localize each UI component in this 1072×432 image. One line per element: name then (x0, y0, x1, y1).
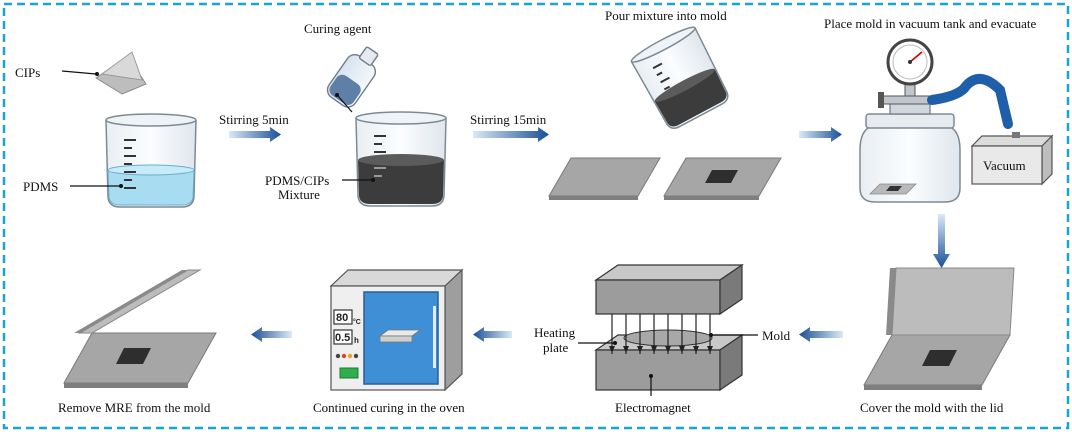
pouring-beaker-icon (630, 26, 729, 129)
electromagnet-press-icon (594, 263, 744, 392)
remove-label: Remove MRE from the mold (58, 400, 211, 415)
pour-label: Pour mixture into mold (605, 8, 727, 23)
vacuum-hose (927, 74, 1013, 129)
covered-mold-icon (863, 267, 1015, 390)
oven-time-value: 0.5 (335, 332, 350, 344)
mold-plate-empty (548, 157, 661, 200)
oven-time-unit: h (354, 336, 359, 345)
vacuum-tank-icon (859, 38, 961, 203)
heating-label-line1: Heating (534, 325, 576, 340)
mixture-label-line2: Mixture (278, 187, 320, 202)
curing-agent-label: Curing agent (304, 21, 372, 36)
vacuum-pump-box: Vacuum (970, 132, 1054, 186)
arrow-right-1 (229, 127, 281, 142)
oven-caption: Continued curing in the oven (313, 400, 465, 415)
heating-label-line2: plate (543, 340, 568, 355)
pdms-label: PDMS (23, 179, 58, 194)
arrow-left-2 (473, 327, 512, 342)
vacuum-title-label: Place mold in vacuum tank and evacuate (824, 16, 1036, 31)
mold-label: Mold (762, 328, 791, 343)
vacuum-box-label: Vacuum (983, 158, 1026, 173)
oven-temperature-value: 80 (336, 312, 348, 324)
arrow-right-2 (473, 127, 549, 142)
arrow-left-1 (799, 327, 843, 342)
oven-temperature-unit: °C (353, 318, 361, 326)
arrow-right-3 (799, 127, 842, 142)
mixture-beaker-icon (355, 111, 447, 207)
oven-icon (329, 268, 464, 392)
stir-5min-label: Stirring 5min (219, 112, 289, 127)
mixture-label-line1: PDMS/CIPs (265, 173, 329, 188)
cips-label: CIPs (15, 65, 40, 80)
pdms-beaker-icon (105, 113, 197, 208)
mold-plate-filled (663, 157, 782, 200)
electromagnet-label: Electromagnet (615, 400, 691, 415)
arrow-left-3 (251, 327, 292, 342)
cips-paper-icon (95, 51, 147, 95)
open-mold-icon (63, 269, 217, 388)
curing-agent-bottle-icon (326, 46, 379, 108)
arrow-down (933, 214, 950, 268)
stir-15min-label: Stirring 15min (470, 112, 547, 127)
cover-label: Cover the mold with the lid (860, 400, 1004, 415)
